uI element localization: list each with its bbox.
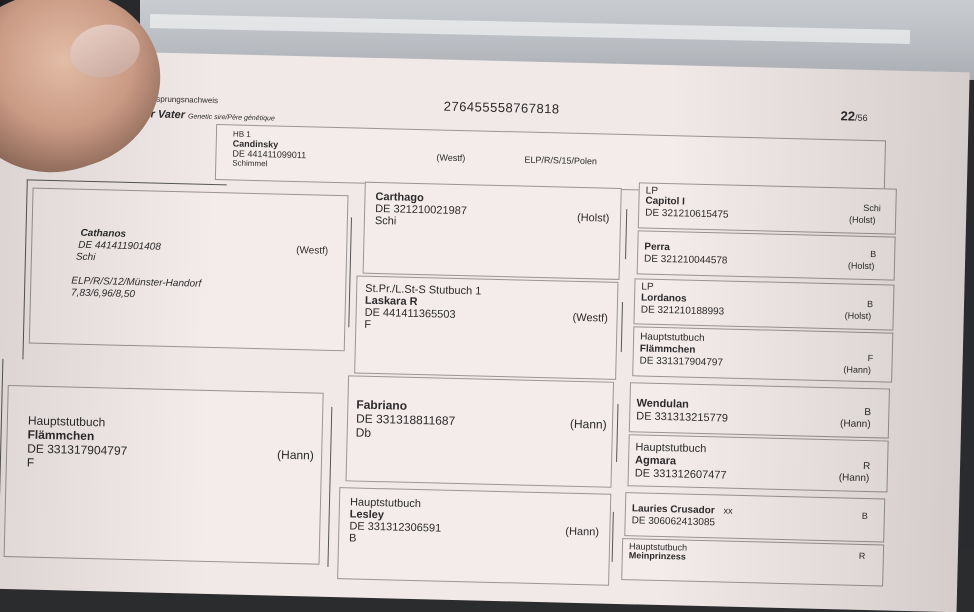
gen3-box-wendulan: Wendulan DE 331313215779 B (Hann) xyxy=(628,382,890,439)
gen3-box-capitol: LP Capitol I DE 321210615475 Schi (Holst… xyxy=(637,182,897,235)
gen3-box-meinprinzess: Hauptstutbuch Meinprinzess R xyxy=(621,538,885,587)
gen1-box-cathanos: Cathanos DE 441411901408 Schi (Westf) EL… xyxy=(28,187,349,352)
sire-breed: (Westf) xyxy=(436,152,466,164)
page-number: 22/56 xyxy=(840,108,868,124)
document-number: 276455558767818 xyxy=(443,98,560,117)
sire-color: Schimmel xyxy=(232,158,268,169)
gen2-box-carthago: Carthago DE 321210021987 Schi (Holst) xyxy=(362,181,622,280)
gen3-box-perra: Perra DE 321210044578 B (Holst) xyxy=(636,230,896,281)
gen3-box-lordanos: LP Lordanos DE 321210188993 B (Holst) xyxy=(633,278,895,331)
connector-line xyxy=(611,511,614,562)
connector-line xyxy=(327,406,333,567)
gen2-box-laskara: St.Pr./L.St-S Stutbuch 1 Laskara R DE 44… xyxy=(354,275,619,380)
gen2-box-fabriano: Fabriano DE 331318811687 Db (Hann) xyxy=(345,375,615,488)
connector-line xyxy=(620,302,623,353)
sire-performance: ELP/R/S/15/Polen xyxy=(524,154,598,167)
gen1-box-flaemmchen: Hauptstutbuch Flämmchen DE 331317904797 … xyxy=(3,385,324,565)
connector-line xyxy=(625,209,628,260)
pedigree-document: V Ursprungsnachweis 4) Genetischer Vater… xyxy=(0,48,970,612)
connector-line xyxy=(26,179,227,186)
connector-line xyxy=(616,403,619,462)
gen3-box-agmara: Hauptstutbuch Agmara DE 331312607477 R (… xyxy=(627,434,889,493)
gen2-box-lesley: Hauptstutbuch Lesley DE 331312306591 B (… xyxy=(337,487,612,586)
connector-line xyxy=(348,217,352,328)
connector-line xyxy=(0,358,4,539)
gen3-box-flaemmchen: Hauptstutbuch Flämmchen DE 331317904797 … xyxy=(632,326,894,383)
gen3-box-lauries-crusador: Lauries Crusador xx DE 306062413085 B xyxy=(624,492,886,543)
connector-line xyxy=(22,179,28,360)
